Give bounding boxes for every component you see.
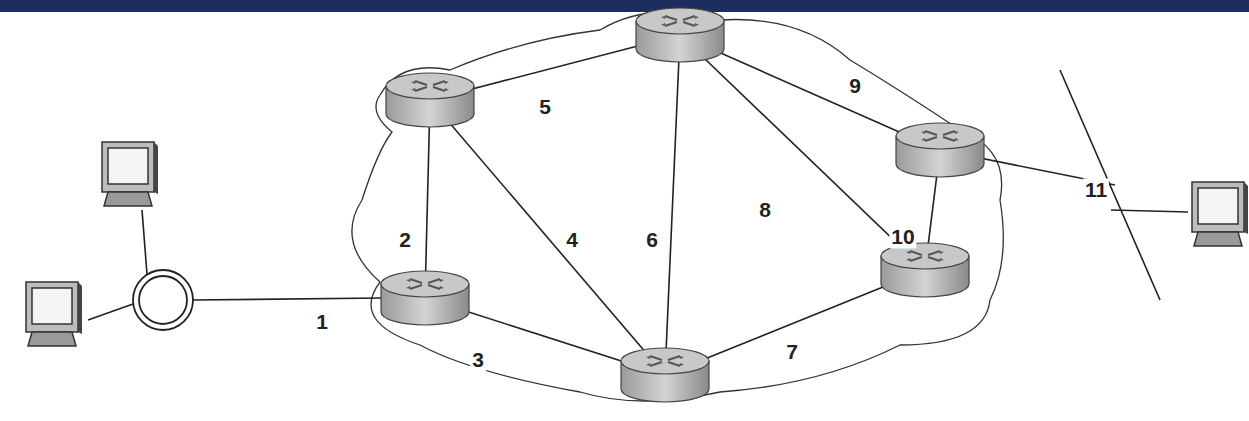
links [88,35,1188,375]
router-icons [381,8,984,402]
link-number: 9 [847,74,863,97]
link-number: 4 [564,228,580,251]
link-number: 8 [757,198,773,221]
link-number: 2 [397,228,413,251]
network-cloud [352,12,1003,401]
computer-icons [26,142,1248,346]
link-number: 6 [644,228,660,251]
header-bar [0,0,1249,12]
header-bar [520,0,780,12]
token-ring [133,270,193,330]
link-number: 3 [470,348,486,371]
link-number: 5 [537,95,553,118]
link-number: 1 [314,310,330,333]
link-number: 7 [784,340,800,363]
link-number: 10 [889,225,916,248]
link-number: 11 [1083,178,1109,201]
